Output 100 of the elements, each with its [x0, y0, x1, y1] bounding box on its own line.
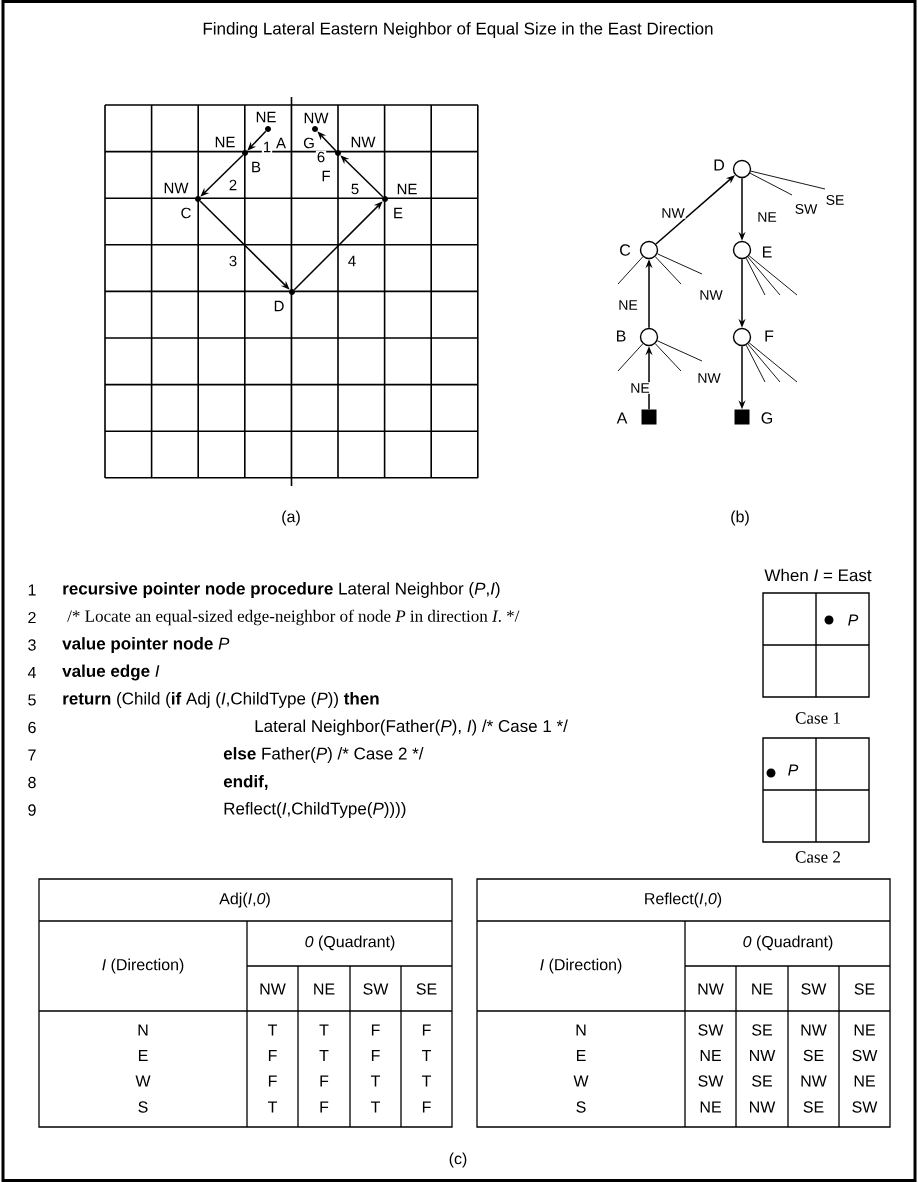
table-cell: SE — [803, 1101, 824, 1113]
code-line: else Father(P) /* Case 2 */ — [223, 747, 424, 763]
node-label: A — [276, 137, 286, 149]
edge-label: 2 — [227, 178, 239, 192]
point-label: P — [848, 614, 859, 626]
table-header: NW — [260, 983, 286, 995]
edge-label: 6 — [315, 150, 327, 164]
table-cell: NE — [700, 1101, 721, 1113]
table-cell: SE — [803, 1049, 824, 1062]
table-header: NW — [698, 983, 724, 995]
line-number: 8 — [28, 776, 36, 789]
table-cell: E — [139, 1050, 148, 1061]
quadrant-label: NW — [164, 182, 189, 194]
case-heading: When I = East — [764, 568, 872, 582]
table-header: SW — [801, 983, 827, 995]
code-line: return (Child (if Adj (I,ChildType (P)) then — [63, 692, 379, 708]
quadrant-label: NW — [304, 112, 329, 124]
table-cell: T — [371, 1101, 381, 1113]
table-cell: F — [422, 1101, 431, 1113]
table-cell: T — [268, 1101, 278, 1113]
table-cell: NW — [801, 1024, 827, 1036]
table-cell: SW — [698, 1024, 724, 1036]
node-label: E — [394, 207, 403, 219]
table-cell: SW — [698, 1075, 724, 1087]
table-header: NE — [752, 983, 773, 995]
line-number: 1 — [28, 584, 36, 596]
table-cell: N — [576, 1024, 586, 1036]
table-cell: T — [371, 1075, 381, 1087]
node-label: A — [616, 412, 628, 424]
title: Finding Lateral Eastern Neighbor of Equal Size in the East Direction — [203, 22, 713, 38]
line-number: 2 — [28, 611, 36, 624]
table-cell: T — [268, 1024, 278, 1036]
panel-caption: (b) — [731, 510, 749, 526]
line-number: 5 — [28, 694, 36, 706]
table-cell: S — [138, 1101, 148, 1113]
edge-label: NE — [756, 211, 778, 223]
table-cell: F — [320, 1101, 329, 1113]
edge-label: 3 — [227, 254, 239, 268]
table-cell: T — [319, 1050, 329, 1061]
node-label: B — [617, 330, 626, 342]
edge-label: 1 — [261, 140, 273, 154]
line-number: 6 — [28, 721, 36, 734]
table-header: Adj(I,0) — [219, 892, 270, 908]
table-cell: F — [268, 1075, 277, 1087]
line-number: 9 — [28, 804, 36, 816]
case-caption: Case 2 — [795, 851, 840, 863]
edge-label: 4 — [346, 254, 358, 268]
table-cell: NW — [801, 1075, 827, 1087]
node-label: D — [274, 300, 284, 312]
edge-label: 5 — [349, 182, 361, 196]
quadrant-label: NE — [256, 111, 276, 123]
line-number: 4 — [27, 667, 36, 678]
edge-label: NW — [698, 289, 724, 301]
table-header: SW — [363, 983, 389, 995]
table-cell: SW — [852, 1049, 878, 1062]
code-line: value pointer node P — [62, 637, 230, 653]
edge-label: NW — [660, 207, 686, 219]
edge-label: NE — [629, 382, 651, 394]
table-cell: SE — [752, 1075, 772, 1087]
table-cell: NW — [750, 1101, 776, 1113]
table-cell: NE — [700, 1050, 721, 1061]
code-line: endif, — [223, 775, 268, 790]
code-line: recursive pointer node procedure Lateral Neighbor (P,I) — [63, 582, 500, 598]
table-cell: E — [577, 1050, 586, 1061]
branch-label: SW — [795, 204, 818, 214]
table-cell: NE — [854, 1075, 875, 1087]
table-cell: SE — [752, 1024, 772, 1036]
code-line: Lateral Neighbor(Father(P), I) /* Case 1 */ — [255, 719, 568, 736]
table-cell: W — [573, 1075, 589, 1087]
table-header: 0 (Quadrant) — [743, 935, 833, 951]
quadrant-label: NE — [397, 183, 417, 195]
table-header: Reflect(I,0) — [645, 892, 722, 908]
table-cell: F — [422, 1024, 431, 1036]
point-label: P — [788, 764, 799, 776]
table-cell: W — [135, 1075, 151, 1087]
table-cell: F — [371, 1050, 380, 1061]
node-label: D — [714, 159, 724, 171]
node-label: E — [763, 246, 772, 258]
edge-label: NW — [696, 372, 722, 384]
node-label: G — [761, 412, 773, 424]
table-cell: NE — [854, 1024, 875, 1036]
panel-caption: (c) — [449, 1152, 467, 1168]
case-caption: Case 1 — [795, 712, 840, 724]
node-label: C — [620, 244, 631, 256]
code-line: Reflect(I,ChildType(P)))) — [224, 802, 406, 818]
table-header: I (Direction) — [540, 958, 622, 974]
table-cell: T — [422, 1075, 432, 1087]
table-header: I (Direction) — [102, 958, 184, 974]
table-cell: F — [371, 1024, 380, 1036]
table-cell: T — [422, 1050, 432, 1061]
line-number: 3 — [28, 639, 36, 651]
quadrant-label: NE — [215, 136, 235, 148]
table-header: 0 (Quadrant) — [305, 935, 395, 951]
edge-label: NE — [617, 299, 639, 311]
node-label: G — [303, 137, 314, 149]
table-cell: T — [319, 1024, 329, 1036]
code-line: value edge I — [62, 664, 160, 681]
node-label: F — [765, 330, 774, 342]
table-cell: NW — [750, 1050, 776, 1061]
table-cell: SW — [852, 1101, 878, 1113]
